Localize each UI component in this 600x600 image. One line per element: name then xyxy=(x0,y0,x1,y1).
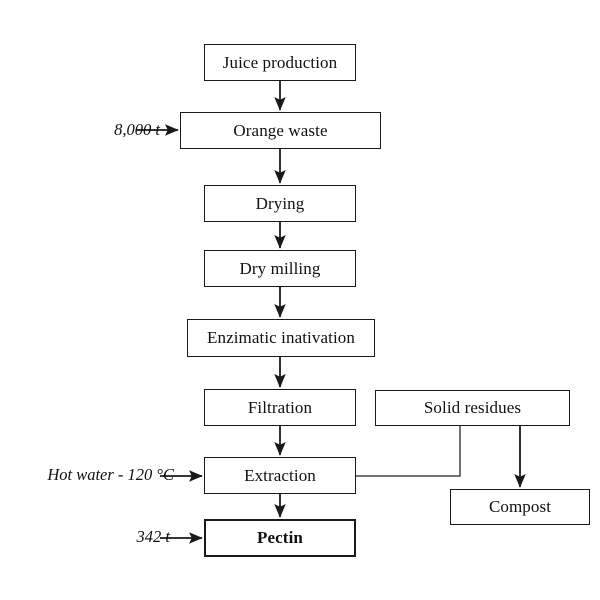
node-label: Compost xyxy=(488,497,552,516)
label-pectin-output: 342 t xyxy=(136,527,170,546)
node-label: Orange waste xyxy=(233,120,328,140)
node-label: Drying xyxy=(255,193,305,213)
node-pectin[interactable]: Pectin xyxy=(204,519,356,557)
node-label: Filtration xyxy=(247,397,313,417)
node-drying[interactable]: Drying xyxy=(204,185,356,222)
node-label: Dry milling xyxy=(239,258,321,278)
node-compost[interactable]: Compost xyxy=(450,489,590,525)
node-label: Enzimatic inativation xyxy=(207,328,355,347)
node-label: Solid residues xyxy=(423,398,522,417)
node-label: Pectin xyxy=(257,528,303,547)
node-juice-production[interactable]: Juice production xyxy=(204,44,356,81)
node-filtration[interactable]: Filtration xyxy=(204,389,356,426)
node-extraction[interactable]: Extraction xyxy=(204,457,356,494)
node-dry-milling[interactable]: Dry milling xyxy=(204,250,356,287)
node-label: Extraction xyxy=(244,465,316,485)
label-orange-waste-input: 8,000 t xyxy=(114,120,160,139)
node-orange-waste[interactable]: Orange waste xyxy=(180,112,381,149)
node-label: Juice production xyxy=(222,52,338,72)
label-extraction-input: Hot water - 120 °C xyxy=(47,465,174,484)
edge-extraction-to-residues xyxy=(356,426,461,477)
node-solid-residues[interactable]: Solid residues xyxy=(375,390,570,426)
node-enzimatic-inativation[interactable]: Enzimatic inativation xyxy=(187,319,375,357)
